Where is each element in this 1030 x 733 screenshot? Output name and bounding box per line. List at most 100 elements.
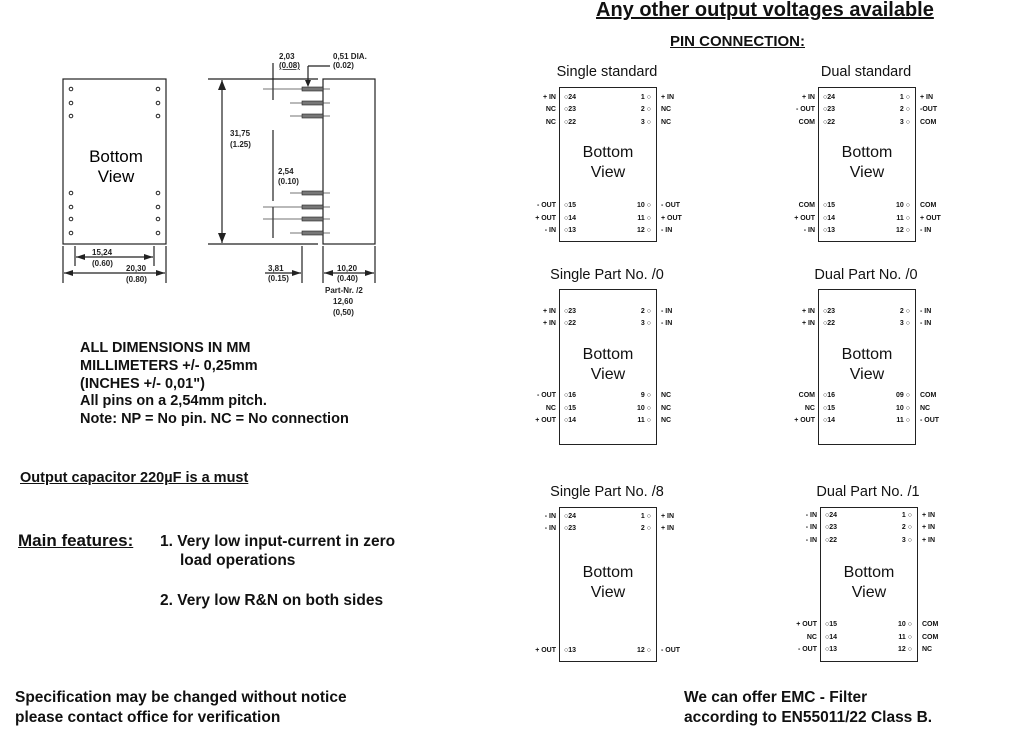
pin-label-left: NC — [806, 633, 817, 641]
pin-label-right: - IN — [920, 308, 932, 315]
page-title: Any other output voltages available — [596, 0, 934, 21]
pin-number: 24 — [568, 94, 577, 101]
pin-number-left: ○23 — [823, 308, 836, 315]
pin-number-right: 10 ○ — [896, 202, 910, 210]
pin-number: 2 — [640, 308, 645, 315]
note-line: ALL DIMENSIONS IN MM — [80, 340, 251, 356]
pin-number-right: 10 ○ — [637, 202, 651, 210]
pin-number: 1 — [901, 512, 906, 519]
pin-number-left: ○15 — [564, 202, 577, 210]
pin-number-right: 11 ○ — [637, 417, 651, 424]
pin-number: 22 — [829, 536, 838, 544]
pin-number: 1 — [640, 94, 645, 101]
pin-label-right: NC — [661, 417, 672, 424]
bottom-view-line: View — [849, 163, 885, 181]
dim-text: (0.15) — [268, 274, 289, 283]
pin-label-left: - IN — [805, 536, 817, 544]
pin-number: 13 — [827, 227, 836, 234]
pin-number-right: 11 ○ — [637, 214, 651, 222]
pin-label-right: NC — [661, 392, 672, 400]
pin-number-left: ○24 — [825, 512, 838, 519]
pin-number: 23 — [568, 308, 577, 315]
pin-number-left: ○15 — [564, 404, 577, 412]
pin-label-left: + OUT — [535, 214, 556, 222]
pin-number-right: 12 ○ — [637, 227, 651, 234]
pin-number-right: 9 ○ — [640, 392, 651, 400]
pin-number-right: 1 ○ — [901, 512, 912, 519]
pin-number: 3 — [901, 536, 906, 544]
note-line: (INCHES +/- 0,01") — [80, 375, 205, 392]
pin-number: 2 — [640, 106, 645, 114]
dim-text: 15,24 — [92, 248, 113, 257]
pin-number-left: ○15 — [825, 621, 838, 629]
dim-text: 12,60 — [333, 297, 354, 306]
pin-label-left: - IN — [805, 512, 817, 519]
pin-number-left: ○16 — [823, 392, 836, 400]
pin-number-left: ○13 — [825, 646, 838, 653]
note-line: MILLIMETERS +/- 0,25mm — [80, 357, 258, 374]
pin-label-right: + IN — [661, 513, 675, 520]
pin-label-left: + OUT — [794, 417, 815, 424]
pin-number-left: ○22 — [564, 118, 577, 126]
pin-label-right: NC — [922, 646, 933, 653]
module-side-outline — [322, 78, 376, 245]
pin-number-left: ○13 — [564, 227, 577, 234]
pin-label-right: COM — [922, 633, 939, 641]
pin-label-left: - IN — [544, 227, 556, 234]
pin-number-left: ○14 — [823, 214, 836, 222]
pin-label-right: COM — [922, 621, 939, 629]
pin-number: 9 — [640, 392, 645, 400]
dim-text: 0,51 DIA. — [333, 52, 367, 61]
pin-number: 14 — [568, 417, 577, 424]
pin-label-right: + IN — [922, 512, 936, 519]
pin-label-left: + OUT — [535, 417, 556, 424]
pin-label-left: - OUT — [795, 106, 815, 114]
pin-number: 14 — [829, 633, 838, 641]
feature-item: load operations — [180, 552, 296, 569]
pin-label-left: - IN — [805, 524, 817, 532]
pin-label-left: - OUT — [536, 202, 556, 210]
pin-label-right: - OUT — [661, 202, 681, 210]
pin-label-right: - IN — [920, 227, 932, 234]
pin-number-left: ○22 — [823, 118, 836, 126]
features-label: Main features: — [18, 531, 134, 550]
footer-line: please contact office for verification — [15, 709, 281, 726]
pin-number: 14 — [568, 214, 577, 222]
pin-label-left: NC — [545, 106, 556, 114]
pin-number: 12 — [896, 227, 904, 234]
bottom-view-line: View — [849, 366, 885, 383]
bottom-view-line: View — [590, 163, 626, 181]
pin-label-left: + OUT — [535, 647, 556, 654]
note-line: All pins on a 2,54mm pitch. — [80, 393, 267, 410]
pin-number: 2 — [899, 308, 904, 315]
pin-number: 3 — [640, 320, 645, 328]
pin-number: 11 — [896, 214, 904, 222]
pin-label-right: NC — [661, 404, 672, 412]
pin-number-right: 2 ○ — [640, 106, 651, 114]
pin-number: 22 — [827, 320, 836, 328]
pin-number-right: 10 ○ — [896, 404, 910, 412]
pin-number: 24 — [827, 94, 836, 101]
pin-number: 22 — [568, 118, 577, 126]
pin-label-left: + IN — [801, 320, 815, 328]
pin-number: 10 — [896, 404, 904, 412]
pin-number-left: ○23 — [564, 106, 577, 114]
pin-number-right: 12 ○ — [637, 647, 651, 654]
mechanical-drawing: Bottom View 2,03 (0.08) 0,51 DIA. (0.02)… — [62, 52, 376, 317]
pin-connection-heading: PIN CONNECTION: — [670, 33, 805, 50]
bottom-view-label: View — [98, 167, 135, 186]
bottom-view-line: Bottom — [582, 143, 634, 161]
pin-label-right: NC — [661, 118, 672, 126]
pin-number-right: 11 ○ — [896, 214, 910, 222]
pin-number: 23 — [827, 106, 836, 114]
bottom-view-line: View — [590, 583, 626, 601]
pin-number: 22 — [827, 118, 836, 126]
dimension-notes: ALL DIMENSIONS IN MM MILLIMETERS +/- 0,2… — [80, 340, 349, 429]
pin-number: 15 — [827, 404, 836, 412]
pin-number: 2 — [899, 106, 904, 114]
pin-label-right: + IN — [920, 94, 934, 101]
pin-label-left: - IN — [803, 227, 815, 234]
